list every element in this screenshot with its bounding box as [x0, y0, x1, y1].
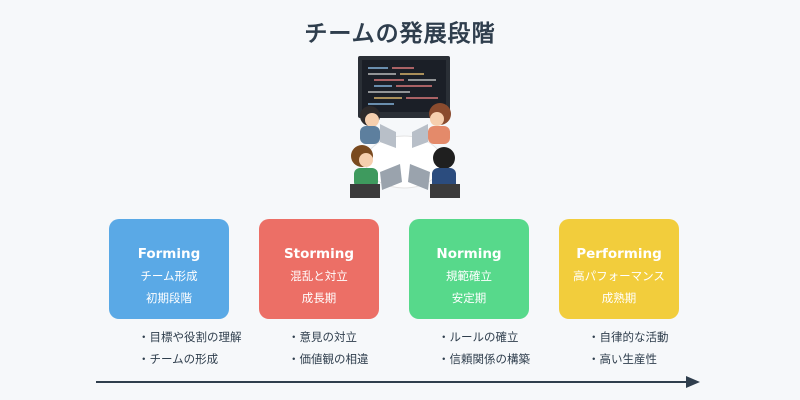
list-item: 目標や役割の理解	[138, 326, 242, 348]
stage-points-norming: ルールの確立 信頼関係の構築	[438, 326, 531, 370]
stage-name: Forming	[137, 246, 201, 262]
list-item: チームの形成	[138, 348, 242, 370]
stage-points-forming: 目標や役割の理解 チームの形成	[138, 326, 242, 370]
stage-name: Performing	[576, 246, 662, 262]
stage-name: Norming	[436, 246, 502, 262]
stage-points-performing: 自律的な活動 高い生産性	[588, 326, 669, 370]
stage-subtitle: 混乱と対立	[290, 269, 348, 283]
stage-subtitle: 高パフォーマンス	[573, 269, 665, 283]
page-title: チームの発展段階	[304, 21, 496, 47]
stage-name: Storming	[283, 246, 355, 262]
stage-card-performing: Performing 高パフォーマンス 成熟期	[559, 219, 679, 319]
list-item: 意見の対立	[288, 326, 369, 348]
timeline-arrow-icon	[96, 376, 700, 388]
stage-phase: 初期段階	[146, 291, 192, 305]
laptop-icon	[412, 124, 428, 148]
stage-phase: 成熟期	[601, 291, 637, 305]
laptop-icon	[380, 164, 402, 190]
stage-card-norming: Norming 規範確立 安定期	[409, 219, 529, 319]
stage-phase: 成長期	[301, 291, 337, 305]
team-meeting-illustration	[350, 56, 460, 198]
laptop-icon	[408, 164, 430, 190]
laptop-icon	[380, 124, 396, 148]
list-item: 価値観の相違	[288, 348, 369, 370]
stage-card-storming: Storming 混乱と対立 成長期	[259, 219, 379, 319]
list-item: 信頼関係の構築	[438, 348, 531, 370]
list-item: ルールの確立	[438, 326, 530, 348]
list-item: 自律的な活動	[588, 326, 669, 348]
stage-subtitle: チーム形成	[140, 269, 198, 283]
stage-points-storming: 意見の対立 価値観の相違	[288, 326, 369, 370]
stage-card-forming: Forming チーム形成 初期段階	[109, 219, 229, 319]
stage-phase: 安定期	[451, 291, 487, 305]
stage-subtitle: 規範確立	[446, 269, 492, 283]
list-item: 高い生産性	[588, 348, 669, 370]
